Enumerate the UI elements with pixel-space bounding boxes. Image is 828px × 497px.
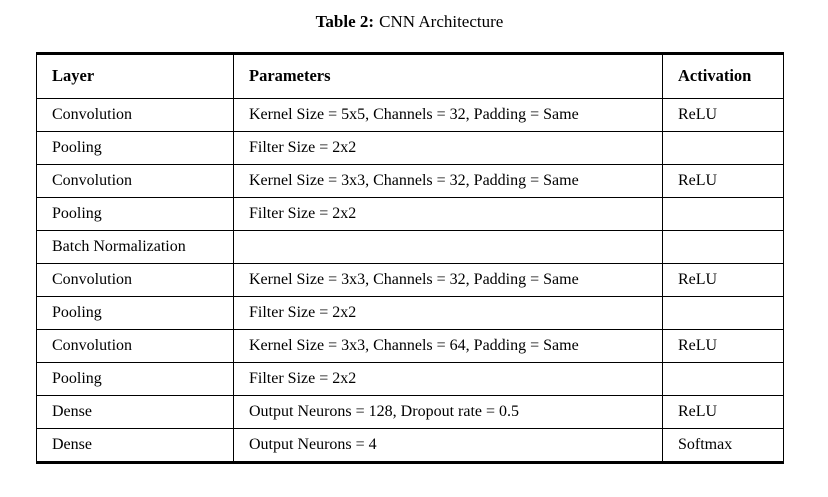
caption-label: Table 2: [315, 12, 375, 31]
cell-layer: Dense [36, 395, 234, 429]
cell-parameters: Filter Size = 2x2 [233, 362, 663, 396]
cell-parameters: Filter Size = 2x2 [233, 131, 663, 165]
table-row: Convolution Kernel Size = 3x3, Channels … [36, 329, 784, 363]
cell-activation: ReLU [662, 263, 784, 297]
column-header-activation: Activation [662, 53, 784, 99]
table-row: Dense Output Neurons = 128, Dropout rate… [36, 395, 784, 429]
cell-parameters: Output Neurons = 4 [233, 428, 663, 463]
cell-layer: Convolution [36, 329, 234, 363]
cell-parameters: Kernel Size = 3x3, Channels = 32, Paddin… [233, 164, 663, 198]
cell-layer: Convolution [36, 263, 234, 297]
cell-layer: Dense [36, 428, 234, 463]
table-row: Pooling Filter Size = 2x2 [36, 197, 784, 231]
column-header-parameters: Parameters [233, 53, 663, 99]
cell-activation [662, 131, 784, 165]
cell-layer: Batch Normalization [36, 230, 234, 264]
table-row: Convolution Kernel Size = 5x5, Channels … [36, 98, 784, 132]
cell-parameters: Kernel Size = 3x3, Channels = 64, Paddin… [233, 329, 663, 363]
cell-parameters: Output Neurons = 128, Dropout rate = 0.5 [233, 395, 663, 429]
table-row: Convolution Kernel Size = 3x3, Channels … [36, 263, 784, 297]
cell-layer: Convolution [36, 164, 234, 198]
cell-layer: Pooling [36, 131, 234, 165]
cell-layer: Convolution [36, 98, 234, 132]
caption-title: CNN Architecture [379, 12, 504, 31]
cell-activation [662, 362, 784, 396]
cell-layer: Pooling [36, 362, 234, 396]
cell-activation [662, 197, 784, 231]
table-header-row: Layer Parameters Activation [36, 53, 784, 99]
cell-activation [662, 230, 784, 264]
table-caption: Table 2:CNN Architecture [36, 11, 783, 33]
table-row: Dense Output Neurons = 4 Softmax [36, 428, 784, 463]
table-row: Pooling Filter Size = 2x2 [36, 131, 784, 165]
cell-activation: ReLU [662, 98, 784, 132]
cell-parameters [233, 230, 663, 264]
cell-parameters: Kernel Size = 5x5, Channels = 32, Paddin… [233, 98, 663, 132]
cell-activation: ReLU [662, 164, 784, 198]
cell-parameters: Filter Size = 2x2 [233, 296, 663, 330]
cell-layer: Pooling [36, 296, 234, 330]
column-header-layer: Layer [36, 53, 234, 99]
cell-layer: Pooling [36, 197, 234, 231]
table-row: Convolution Kernel Size = 3x3, Channels … [36, 164, 784, 198]
cell-parameters: Kernel Size = 3x3, Channels = 32, Paddin… [233, 263, 663, 297]
table-row: Batch Normalization [36, 230, 784, 264]
cell-parameters: Filter Size = 2x2 [233, 197, 663, 231]
cnn-architecture-table: Layer Parameters Activation Convolution … [36, 52, 784, 464]
cell-activation: Softmax [662, 428, 784, 463]
table-row: Pooling Filter Size = 2x2 [36, 362, 784, 396]
cell-activation: ReLU [662, 395, 784, 429]
cell-activation [662, 296, 784, 330]
table-row: Pooling Filter Size = 2x2 [36, 296, 784, 330]
cell-activation: ReLU [662, 329, 784, 363]
